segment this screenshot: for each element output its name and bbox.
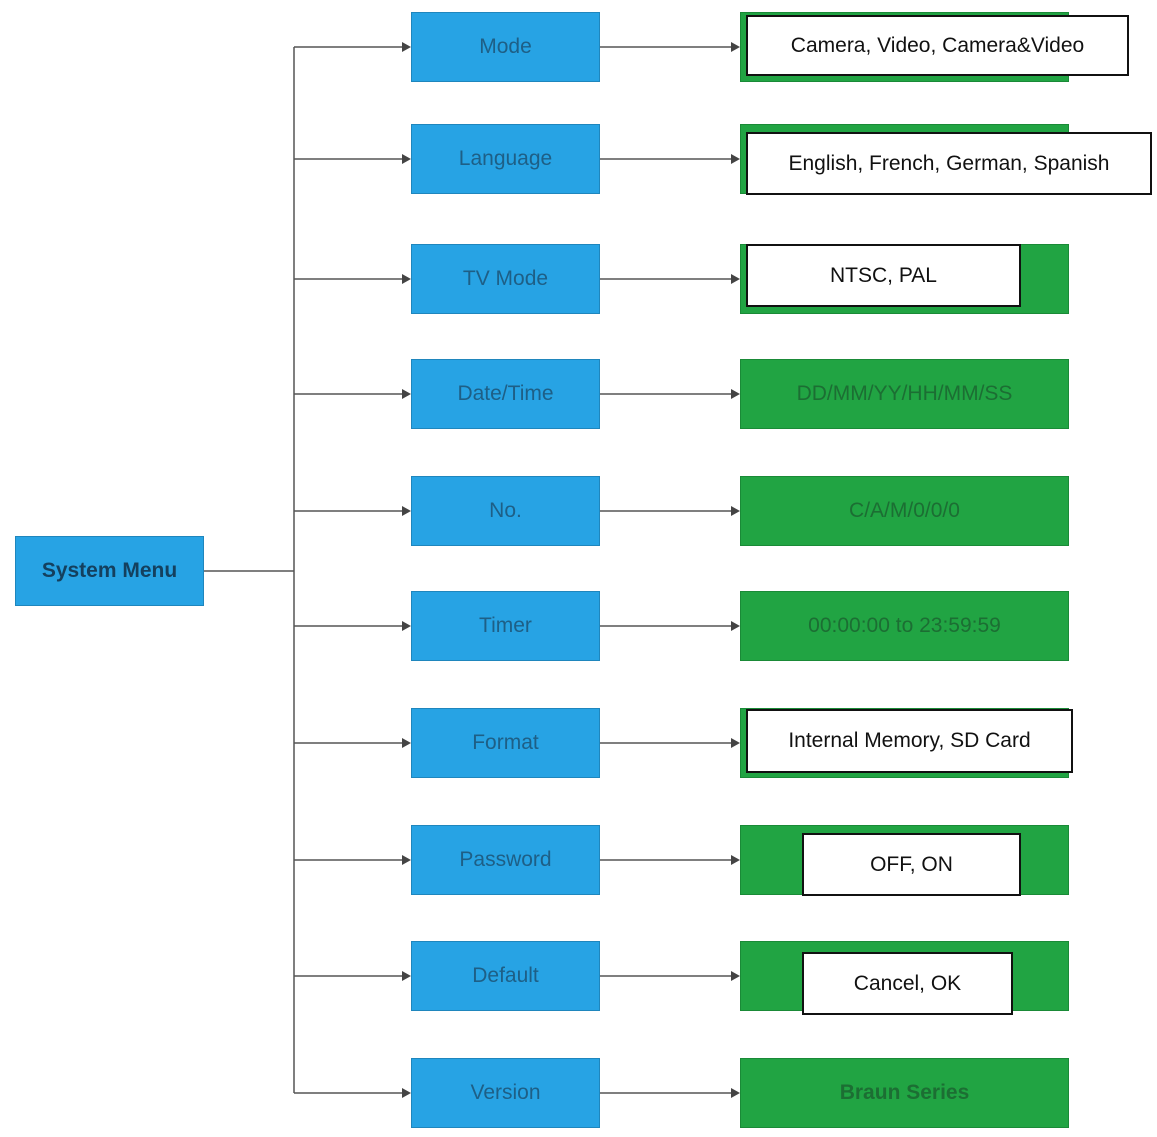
value-text: Braun Series bbox=[839, 1081, 970, 1104]
arrow-head bbox=[731, 154, 740, 164]
arrow-head bbox=[731, 971, 740, 981]
value-options-box: English, French, German, Spanish bbox=[746, 132, 1152, 195]
arrow-head bbox=[402, 506, 411, 516]
arrow-head bbox=[402, 274, 411, 284]
arrow-head bbox=[402, 971, 411, 981]
arrow-head bbox=[731, 274, 740, 284]
menu-item-label: Date/Time bbox=[457, 382, 554, 405]
menu-item-box: Language bbox=[411, 124, 600, 194]
value-options-box: Cancel, OK bbox=[802, 952, 1013, 1015]
value-options-box: Camera, Video, Camera&Video bbox=[746, 15, 1129, 76]
arrow-head bbox=[402, 154, 411, 164]
value-box: C/A/M/0/0/0 bbox=[740, 476, 1069, 546]
menu-item-box: Password bbox=[411, 825, 600, 895]
menu-item-box: No. bbox=[411, 476, 600, 546]
menu-item-label: Mode bbox=[479, 35, 532, 58]
value-options-box: OFF, ON bbox=[802, 833, 1021, 896]
arrow-head bbox=[402, 855, 411, 865]
menu-item-label: Version bbox=[470, 1081, 541, 1104]
menu-item-box: Format bbox=[411, 708, 600, 778]
value-box: Braun Series bbox=[740, 1058, 1069, 1128]
arrow-head bbox=[731, 738, 740, 748]
arrow-head bbox=[402, 738, 411, 748]
menu-item-box: Mode bbox=[411, 12, 600, 82]
menu-item-label: Password bbox=[459, 848, 552, 871]
arrow-head bbox=[402, 1088, 411, 1098]
system-menu-box: System Menu bbox=[15, 536, 204, 606]
menu-item-label: TV Mode bbox=[462, 267, 549, 290]
arrow-head bbox=[731, 42, 740, 52]
value-text: OFF, ON bbox=[870, 852, 953, 876]
value-text: C/A/M/0/0/0 bbox=[849, 499, 960, 522]
menu-item-label: Language bbox=[458, 147, 553, 170]
system-menu-label: System Menu bbox=[41, 559, 178, 582]
arrow-head bbox=[731, 1088, 740, 1098]
value-text: English, French, German, Spanish bbox=[788, 151, 1110, 175]
arrow-head bbox=[402, 389, 411, 399]
arrow-head bbox=[402, 621, 411, 631]
value-box: DD/MM/YY/HH/MM/SS bbox=[740, 359, 1069, 429]
menu-item-box: Default bbox=[411, 941, 600, 1011]
value-text: Internal Memory, SD Card bbox=[788, 729, 1031, 752]
arrow-head bbox=[731, 389, 740, 399]
value-options-box: Internal Memory, SD Card bbox=[746, 709, 1073, 773]
arrow-head bbox=[731, 621, 740, 631]
arrow-head bbox=[731, 855, 740, 865]
menu-item-box: TV Mode bbox=[411, 244, 600, 314]
value-text: NTSC, PAL bbox=[830, 263, 937, 287]
menu-item-label: Default bbox=[472, 964, 539, 987]
value-box: 00:00:00 to 23:59:59 bbox=[740, 591, 1069, 661]
menu-item-box: Date/Time bbox=[411, 359, 600, 429]
menu-item-label: Timer bbox=[479, 614, 532, 637]
value-options-box: NTSC, PAL bbox=[746, 244, 1021, 307]
value-text: 00:00:00 to 23:59:59 bbox=[808, 614, 1001, 637]
value-text: Camera, Video, Camera&Video bbox=[790, 33, 1085, 57]
menu-item-box: Version bbox=[411, 1058, 600, 1128]
value-text: DD/MM/YY/HH/MM/SS bbox=[796, 382, 1013, 405]
menu-item-label: Format bbox=[472, 731, 539, 754]
menu-item-label: No. bbox=[489, 499, 522, 522]
arrow-head bbox=[731, 506, 740, 516]
value-text: Cancel, OK bbox=[853, 971, 962, 995]
menu-item-box: Timer bbox=[411, 591, 600, 661]
arrow-head bbox=[402, 42, 411, 52]
